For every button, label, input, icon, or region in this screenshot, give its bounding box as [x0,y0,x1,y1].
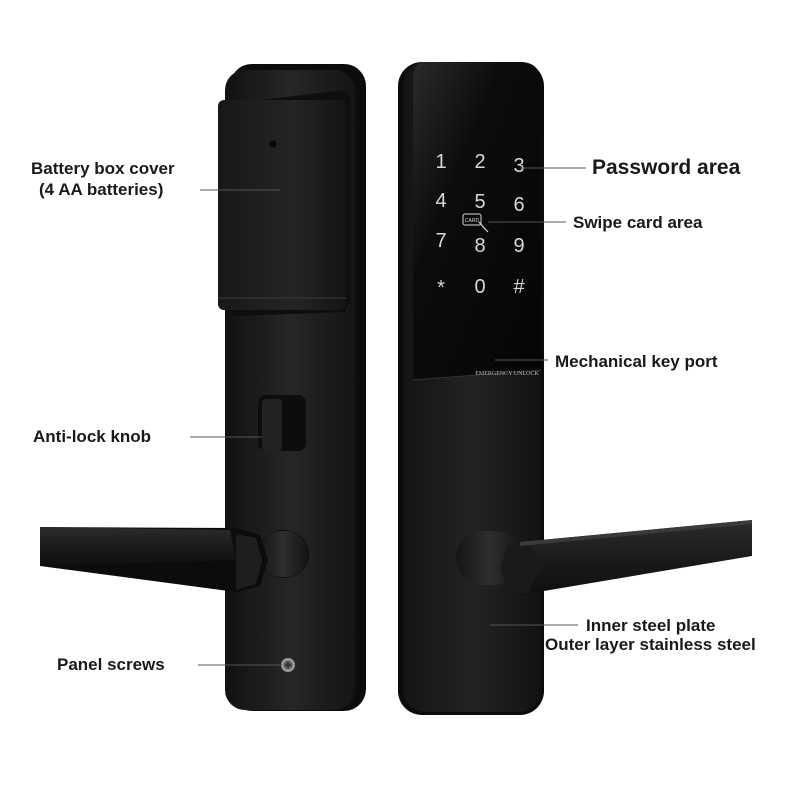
key-1[interactable]: 1 [435,151,446,173]
panel-screw [281,658,295,672]
key-0[interactable]: 0 [474,276,485,298]
password-area-label: Password area [592,156,741,179]
key-9[interactable]: 9 [513,235,524,257]
key-3[interactable]: 3 [513,155,524,177]
key-6[interactable]: 6 [513,194,524,216]
keypad-glass [413,62,541,380]
panel-screws-label: Panel screws [57,655,165,674]
card-reader-icon: CARD [462,213,489,233]
inner-handle-rose [257,530,309,578]
inner-lever-handle [40,527,268,592]
key-7[interactable]: 7 [435,230,446,252]
key-4[interactable]: 4 [435,190,446,212]
anti-lock-knob-label: Anti-lock knob [33,427,152,446]
outer-lever-handle [500,520,752,595]
anti-lock-knob [258,395,306,451]
swipe-card-area-label: Swipe card area [573,213,703,232]
key-star[interactable]: * [437,277,445,299]
key-2[interactable]: 2 [474,151,485,173]
battery-box-cover [218,90,350,316]
outer-layer-label: Outer layer stainless steel [545,635,756,654]
battery-box-cover-label: Battery box cover [31,159,175,178]
emergency-unlock-text: EMERGENCY UNLOCK [475,371,539,377]
inner-lock-unit [40,64,366,711]
key-8[interactable]: 8 [474,235,485,257]
key-5[interactable]: 5 [474,191,485,213]
leader-lines [190,167,586,666]
key-hash[interactable]: # [513,276,525,298]
mechanical-key-port-label: Mechanical key port [555,352,718,371]
outer-lock-unit: 1 2 3 4 5 6 7 8 9 * 0 # CARD EMERGENCY U… [398,62,752,715]
svg-text:CARD: CARD [465,218,480,224]
keypad: 1 2 3 4 5 6 7 8 9 * 0 # [435,151,525,299]
battery-cover-release-icon [269,140,277,148]
inner-steel-plate-label: Inner steel plate [586,616,716,635]
battery-box-cover-detail-label: (4 AA batteries) [39,180,164,199]
